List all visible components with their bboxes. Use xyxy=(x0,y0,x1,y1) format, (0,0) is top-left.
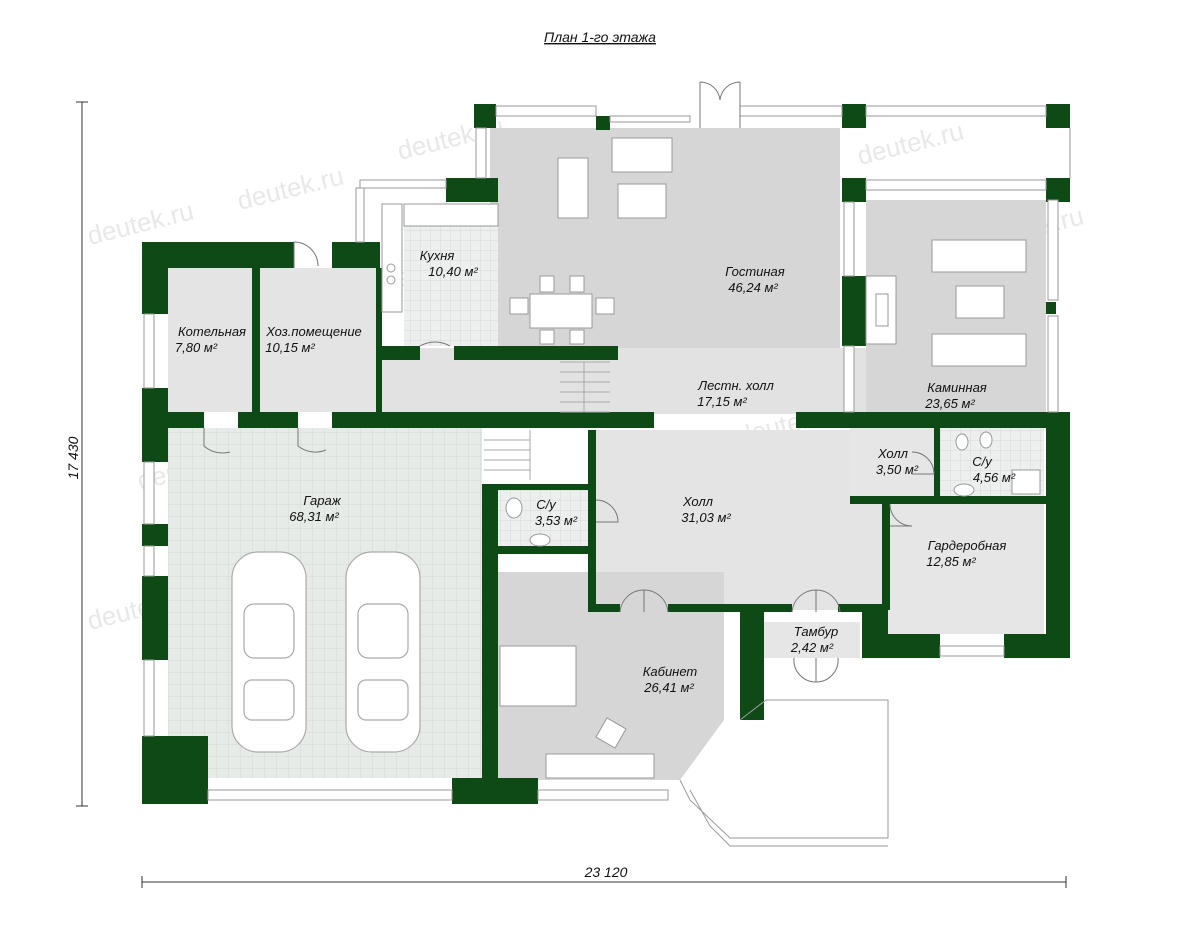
room-living-name: Гостиная xyxy=(725,264,785,279)
room-hall-small-name: Холл xyxy=(877,446,909,461)
room-boiler-name: Котельная xyxy=(178,324,246,339)
plan-title: План 1-го этажа xyxy=(544,29,656,45)
watermark: deutek.ru xyxy=(234,160,346,215)
room-stairhall-area: 17,15 м² xyxy=(697,394,747,409)
furniture xyxy=(381,137,1041,779)
watermark: deutek.ru xyxy=(854,115,966,170)
room-kitchen-name: Кухня xyxy=(420,248,455,263)
room-wc-right-area: 4,56 м² xyxy=(973,470,1016,485)
room-wardrobe-name: Гардеробная xyxy=(928,538,1007,553)
room-utility-name: Хоз.помещение xyxy=(265,324,362,339)
dimension-lines xyxy=(76,101,1067,888)
exterior-walls xyxy=(142,104,1070,804)
room-labels: Кухня 10,40 м² Гостиная 46,24 м² Котельн… xyxy=(175,248,1016,695)
floors xyxy=(168,128,1046,780)
room-vestibule-name: Тамбур xyxy=(794,624,839,639)
width-dimension: 23 120 xyxy=(584,864,628,880)
room-fireplace-area: 23,65 м² xyxy=(924,396,975,411)
room-fireplace-name: Каминная xyxy=(927,380,987,395)
room-utility-area: 10,15 м² xyxy=(265,340,315,355)
room-wc-right-name: С/у xyxy=(972,454,993,469)
room-hall-area: 31,03 м² xyxy=(681,510,731,525)
doors xyxy=(203,81,935,683)
interior-walls xyxy=(252,268,1046,612)
room-office-name: Кабинет xyxy=(643,664,698,679)
room-garage-area: 68,31 м² xyxy=(289,509,339,524)
room-hall-name: Холл xyxy=(682,494,714,509)
room-boiler-area: 7,80 м² xyxy=(175,340,218,355)
room-vestibule-area: 2,42 м² xyxy=(790,640,834,655)
room-kitchen-area: 10,40 м² xyxy=(428,264,478,279)
room-wc-left-name: С/у xyxy=(536,497,557,512)
height-dimension: 17 430 xyxy=(65,436,81,479)
room-garage-name: Гараж xyxy=(303,493,341,508)
room-office-area: 26,41 м² xyxy=(643,680,694,695)
car-right-icon xyxy=(345,551,421,753)
room-wardrobe-area: 12,85 м² xyxy=(926,554,976,569)
room-wc-left-area: 3,53 м² xyxy=(535,513,578,528)
room-hall-small-area: 3,50 м² xyxy=(876,462,919,477)
car-left-icon xyxy=(231,551,307,753)
room-stairhall-name: Лестн. холл xyxy=(697,378,774,393)
room-living-area: 46,24 м² xyxy=(728,280,778,295)
stairs xyxy=(484,361,610,480)
terrace-outline xyxy=(679,128,1071,847)
windows xyxy=(143,105,1059,801)
